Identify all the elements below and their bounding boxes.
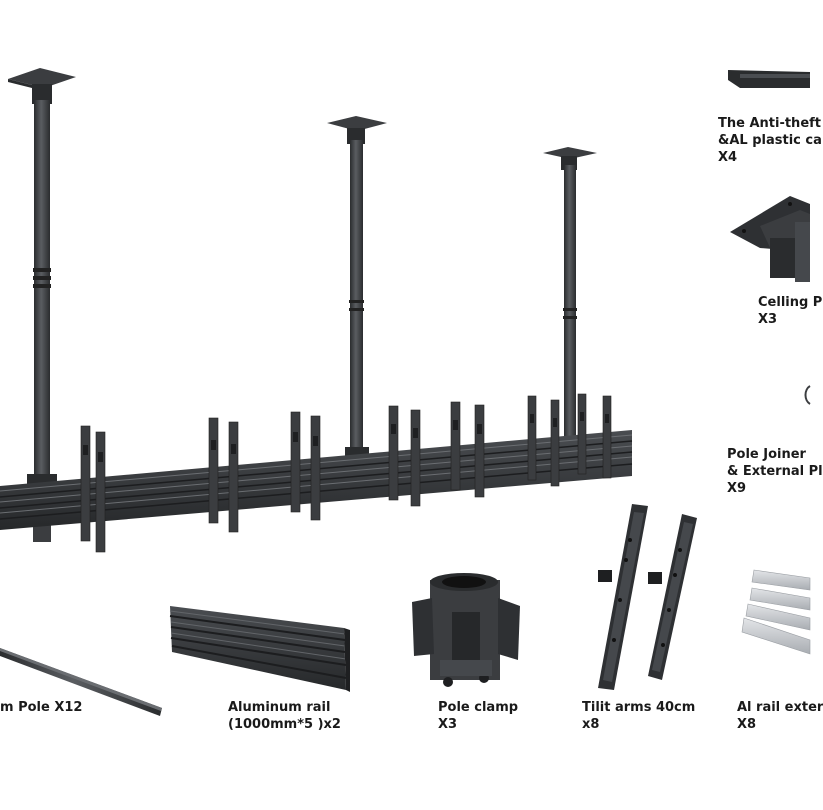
ceiling-plate-label-line2: X3 (758, 312, 778, 327)
anti-theft-label-line2: &AL plastic ca (718, 133, 822, 148)
tilt-arms-label-line2: x8 (582, 717, 600, 732)
tilt-arms-label: Tilit arms 40cm x8 (582, 699, 695, 733)
ceiling-mount-assembly-icon (0, 68, 633, 553)
pole-middle (350, 140, 363, 455)
anti-theft-label: The Anti-theft &AL plastic ca X4 (718, 115, 822, 166)
pole-joiner-label-line2: & External Pl (727, 464, 823, 479)
al-rail-extension-label-line2: X8 (737, 717, 757, 732)
pole-icon (0, 648, 162, 716)
pole-clamp-icon (412, 573, 520, 687)
anti-theft-label-line3: X4 (718, 150, 738, 165)
al-rail-extension-label: Al rail exter X8 (737, 699, 823, 733)
aluminum-rail-icon (169, 606, 350, 692)
aluminum-rail-label: Aluminum rail (1000mm*5 )x2 (228, 699, 341, 733)
ceiling-plate-label-line1: Celling P (758, 295, 823, 310)
anti-theft-label-line1: The Anti-theft (718, 116, 822, 131)
ceiling-plate-label: Celling P X3 (758, 294, 822, 328)
pole-label: m Pole X12 (0, 699, 82, 716)
rail-tilt-arms (80, 393, 612, 553)
aluminum-rail-label-line1: Aluminum rail (228, 700, 331, 715)
pole-label-line1: m Pole X12 (0, 700, 83, 715)
tilt-arms-label-line1: Tilit arms 40cm (582, 700, 696, 715)
ceiling-plate-right (543, 147, 597, 159)
al-rail-extension-label-line1: Al rail exter (737, 700, 823, 715)
pole-joiner-label: Pole Joiner & External Pl X9 (727, 446, 823, 497)
ceiling-plate-left (8, 68, 76, 88)
pole-joiner-icon (804, 385, 811, 405)
aluminum-rail-label-line2: (1000mm*5 )x2 (228, 717, 341, 732)
anti-theft-bar-icon (728, 70, 810, 88)
al-rail-extension-icon (741, 569, 811, 655)
tilt-arms-icon (598, 504, 697, 690)
ceiling-plate-icon (730, 196, 810, 282)
pole-joiner-label-line1: Pole Joiner (727, 447, 806, 462)
pole-left (34, 100, 50, 480)
ceiling-plate-middle (327, 116, 387, 131)
pole-clamp-label-line2: X3 (438, 717, 458, 732)
pole-clamp-label-line1: Pole clamp (438, 700, 519, 715)
pole-clamp-label: Pole clamp X3 (438, 699, 518, 733)
pole-joiner-label-line3: X9 (727, 481, 747, 496)
